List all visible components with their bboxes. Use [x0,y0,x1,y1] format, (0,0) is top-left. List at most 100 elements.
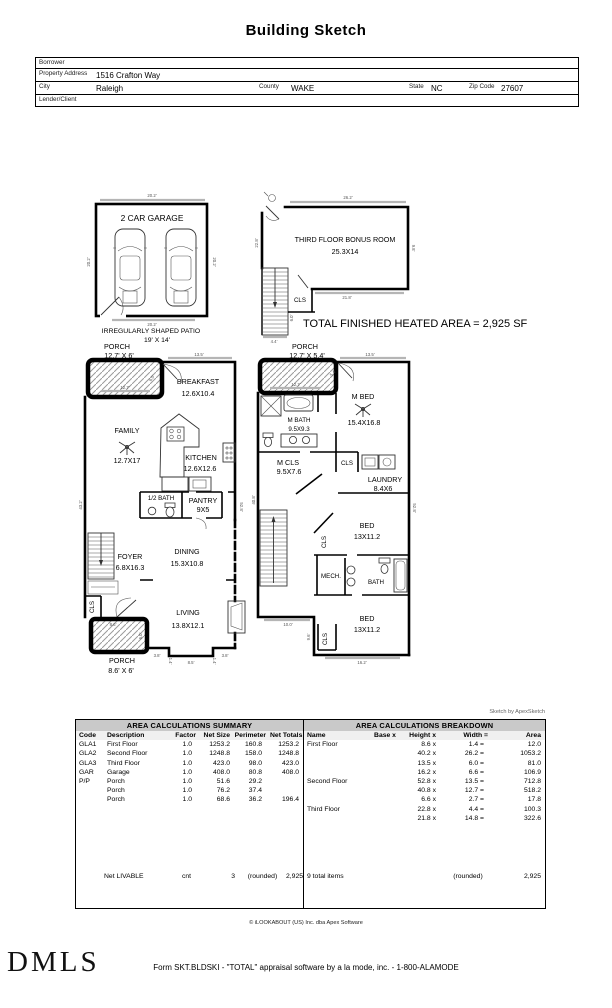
cell: First Floor [307,741,338,749]
cell: Second Floor [307,777,348,785]
ff-dim-b2: 1.4' [168,658,173,665]
cell: 518.2 [523,787,541,795]
third-dim-cls: 6.0' [289,314,294,321]
cell: Porch [107,777,125,785]
ff-dim-right: 52.8' [239,502,244,511]
property-address-value: 1516 Crafton Way [96,71,161,80]
cell: 4.4 = [468,805,484,813]
cell: 408.0 [281,768,299,776]
cell: 1053.2 [520,750,541,758]
dryer-icon [378,454,396,470]
cell: 16.2 x [417,768,436,776]
cell: 6.0 = [468,759,484,767]
cell: GLA2 [79,750,97,758]
cell: 36.2 [248,796,262,804]
summary-header: Description [107,732,145,739]
cell: 40.8 x [417,787,436,795]
cell: P/P [79,777,90,785]
ff-foyer: FOYER [118,552,143,561]
cell: 408.0 [212,768,230,776]
total-heated-area: TOTAL FINISHED HEATED AREA = 2,925 SF [303,318,528,330]
cell: 13.5 = [464,777,484,785]
cell: 712.8 [523,777,541,785]
third-dim-left: 22.8' [254,238,259,247]
ff-dim-b3: 8.5' [188,660,195,665]
third-dim-stairs: 4.4' [271,339,278,344]
cell: 51.6 [216,777,230,785]
cell [270,777,303,786]
third-dim-right: 9.8' [411,245,416,252]
state-value: NC [431,84,443,93]
ff-porch-bottom-side: 6.0' [138,632,143,639]
zip-value: 27607 [501,84,524,93]
net-livable-label: Net LIVABLE [104,873,144,880]
patio-label: IRREGULARLY SHAPED PATIO [102,328,200,335]
cell [76,786,104,795]
third-room-size: 25.3X14 [332,247,359,256]
sf-porch-door: 5.4' [329,369,337,378]
cell: GAR [79,768,94,776]
sink-icon [147,506,157,516]
cell: GLA3 [79,759,97,767]
cell: 196.4 [281,796,299,804]
cell: 1.0 [182,796,192,804]
cell: 22.8 x [417,805,436,813]
ff-kitchen-size: 12.6X12.6 [184,464,217,473]
cell [270,786,303,795]
cell: 1253.2 [209,741,230,749]
cell: 1.0 [182,787,192,795]
ff-dining-size: 15.3X10.8 [171,559,204,568]
ff-family-size: 12.7X17 [114,456,141,465]
first-floor-plan: PORCH 12.7' X 6' 12.7' 6.0' 13.5' BREAKF… [78,342,246,675]
sf-m-bed: M BED [352,392,375,401]
breakdown-title: AREA CALCULATIONS BREAKDOWN [304,720,545,731]
garage-dim-left: 20.2' [86,257,91,266]
garage-dim-top: 20.2' [147,193,156,198]
breakdown-footer-row: 9 total items (rounded) 2,925 [304,872,545,881]
sf-dim-mid: 9.6' [306,633,311,640]
cell: 1.0 [182,759,192,767]
ff-living-size: 13.8X12.1 [172,621,205,630]
cell: 1.0 [182,750,192,758]
sf-dim-left: 40.8' [251,495,256,504]
cell [304,768,370,777]
sf-cls-bed1: CLS [321,536,328,548]
rounded-label: (rounded) [453,873,483,880]
ff-half-bath: 1/2 BATH [148,495,174,502]
cell: 37.4 [248,787,262,795]
sf-porch-dim: 12.7' [291,382,300,387]
cell: Garage [107,768,130,776]
washer-icon [361,454,379,470]
ff-porch-bottom [88,616,150,655]
third-cls-label: CLS [294,297,306,304]
lender-row: Lender/Client [36,95,578,106]
county-value: WAKE [291,84,315,93]
sink-icon [346,577,356,587]
sink-icon [301,435,310,444]
shower-icon [260,395,282,417]
cell: 1253.2 [278,741,299,749]
county-label: County [259,83,279,90]
breakdown-header: Area [525,732,541,739]
lender-label: Lender/Client [39,96,77,103]
toilet-icon [378,557,391,564]
third-room-label: THIRD FLOOR BONUS ROOM [295,235,396,244]
sf-cls-laundry: CLS [341,460,353,467]
sf-m-bed-size: 15.4X16.8 [348,418,381,427]
ff-dim-top: 13.5' [194,352,203,357]
property-address-row: Property Address 1516 Crafton Way [36,69,578,82]
breakdown-header: Height x [409,732,436,739]
cell: 1.0 [182,777,192,785]
cell: First Floor [107,741,138,749]
cell: 8.6 x [421,741,436,749]
sf-bed2: BED [360,614,375,623]
cell: 68.6 [216,796,230,804]
cell: 26.2 = [464,750,484,758]
